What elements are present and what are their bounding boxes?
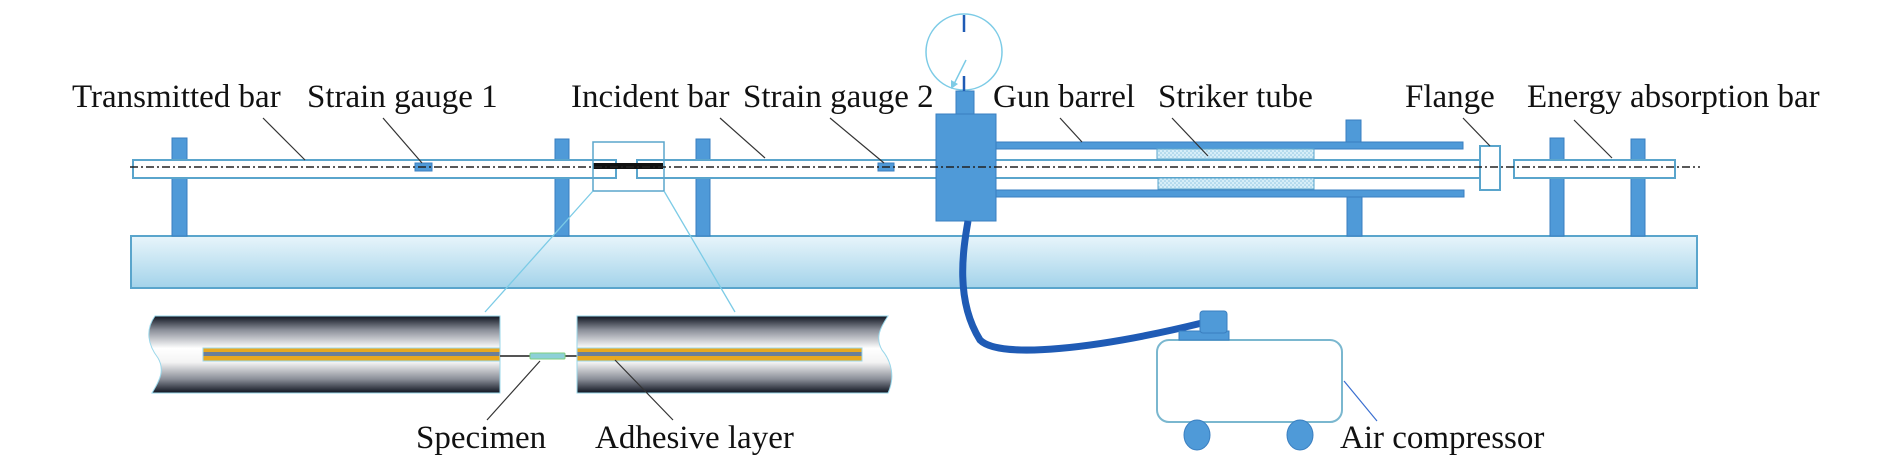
leader-incident-bar (719, 117, 766, 159)
leader-strain-gauge-2 (829, 117, 885, 164)
bar-core-right (577, 352, 862, 356)
leader-strain-gauge-1 (382, 117, 423, 164)
transmitted-bar (132, 159, 617, 179)
base-platform (130, 235, 1698, 289)
leader-lines (262, 117, 1613, 422)
incident-bar (636, 159, 1483, 179)
compressor-wheel (1183, 419, 1211, 451)
flange (1479, 145, 1501, 191)
detail-connector-right (663, 190, 736, 313)
label-gun-barrel: Gun barrel (993, 79, 1135, 115)
striker-tube-upper (1156, 148, 1315, 160)
bar-core-left (203, 352, 500, 356)
gun-neck (955, 90, 975, 115)
support-stand (554, 138, 570, 237)
label-specimen: Specimen (416, 420, 546, 456)
striker-tube-lower (1157, 177, 1315, 190)
gauge-needle-head (951, 80, 958, 89)
leader-striker-tube (1171, 117, 1209, 157)
energy-absorption-bar (1513, 159, 1676, 179)
leader-energy-bar (1573, 119, 1613, 159)
support-stand (695, 138, 711, 237)
label-incident-bar: Incident bar (571, 79, 730, 115)
leader-air-compressor (1343, 380, 1378, 422)
detail-left-bar (148, 315, 501, 394)
leader-flange (1462, 117, 1491, 147)
label-strain-gauge-2: Strain gauge 2 (743, 79, 934, 115)
adhesive-layer-right-top (577, 348, 862, 352)
compressor-wheel (1286, 419, 1314, 451)
supports (171, 119, 1646, 237)
label-adhesive-layer: Adhesive layer (595, 420, 794, 456)
adhesive-layer-left-bottom (203, 356, 500, 361)
detail-right-bar (576, 315, 893, 394)
air-hose (959, 220, 1203, 354)
leader-adhesive-layer (614, 359, 674, 421)
label-energy-absorption-bar: Energy absorption bar (1527, 79, 1820, 115)
specimen-joint (593, 163, 663, 169)
label-flange: Flange (1405, 79, 1495, 115)
gun-barrel-upper (995, 141, 1464, 150)
leader-gun-barrel (1059, 117, 1083, 143)
detail-connector-left (484, 190, 594, 313)
adhesive-layer-left-top (203, 348, 500, 352)
support-stand (1549, 137, 1565, 237)
support-stand (1346, 194, 1363, 237)
compressor-tank (1156, 339, 1343, 423)
label-strain-gauge-1: Strain gauge 1 (307, 79, 498, 115)
support-stand (171, 137, 188, 237)
support-stand (1345, 119, 1362, 143)
gauge-needle (953, 59, 967, 85)
specimen (529, 352, 566, 360)
pressure-gauge (925, 13, 1003, 91)
label-air-compressor: Air compressor (1340, 420, 1544, 456)
label-transmitted-bar: Transmitted bar (72, 79, 281, 115)
gun-barrel-lower (995, 189, 1465, 198)
leader-transmitted-bar (262, 117, 306, 161)
adhesive-layer-right-bottom (577, 356, 862, 361)
compressor-valve (1199, 310, 1228, 334)
support-stand (1630, 138, 1646, 237)
air-compressor (1156, 310, 1343, 451)
leader-specimen (486, 360, 541, 421)
label-striker-tube: Striker tube (1158, 79, 1313, 115)
